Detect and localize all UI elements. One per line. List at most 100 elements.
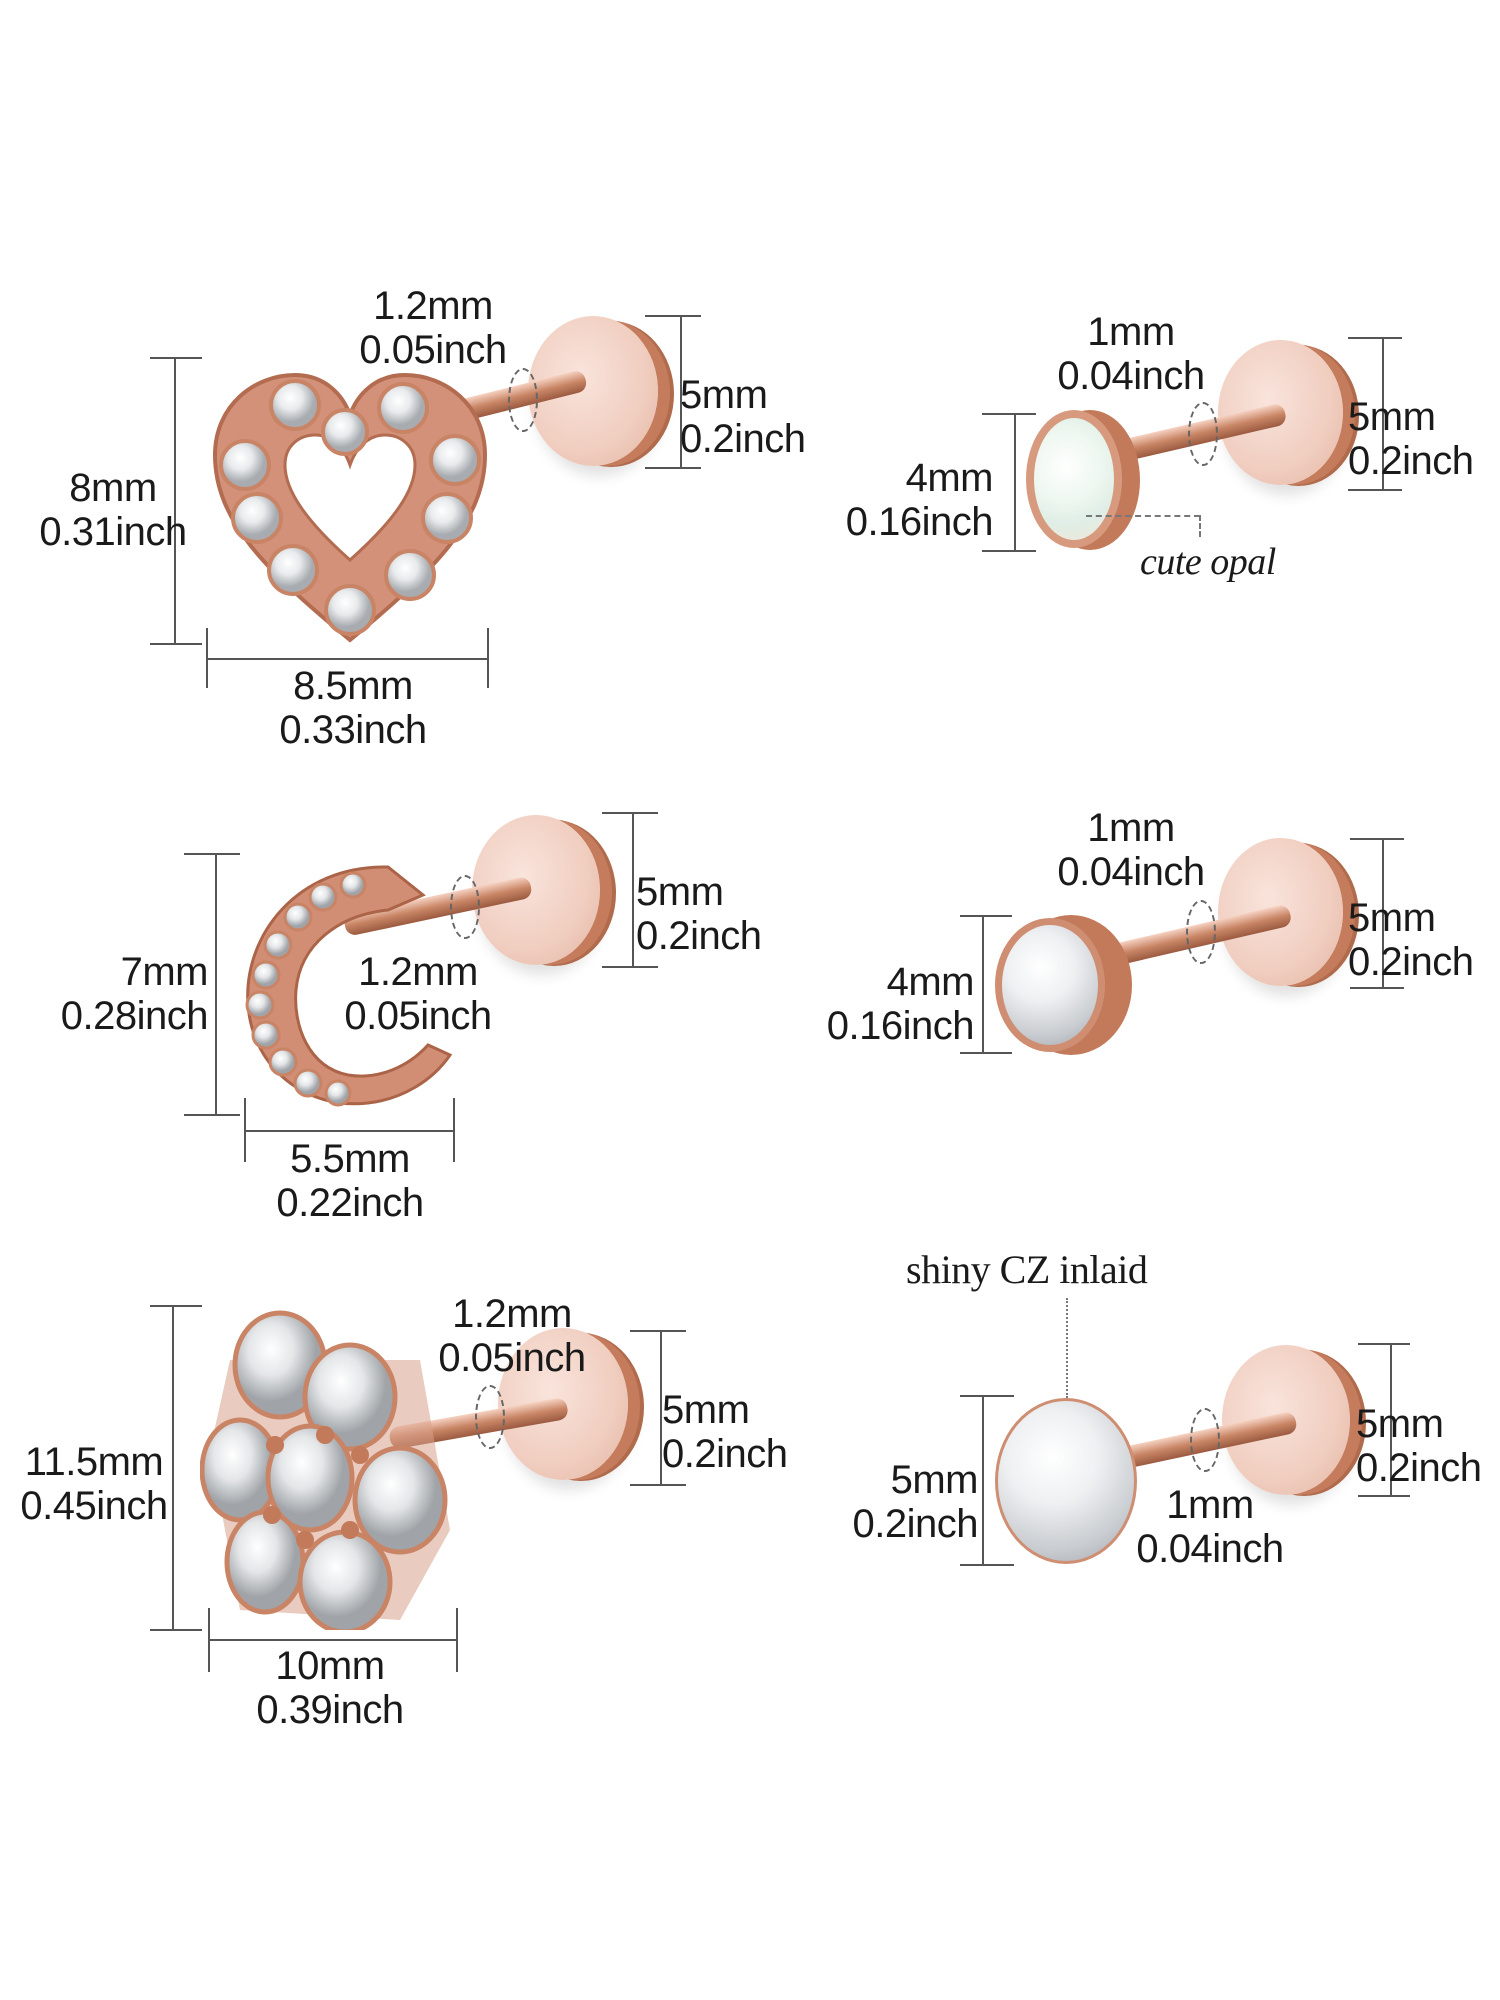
dimension-tick [453, 1098, 455, 1162]
label-inch: 0.05inch [438, 1336, 586, 1380]
post-ring-icon [508, 368, 538, 432]
dimension-tick [184, 853, 240, 855]
label-mm: 1mm [1087, 310, 1175, 354]
label-mm: 1.2mm [452, 1292, 572, 1336]
dimension-line-height [172, 1305, 174, 1630]
dimension-tick [602, 812, 658, 814]
label-mm: 7mm [120, 950, 209, 994]
opal-stone [1026, 410, 1122, 548]
label-inch: 0.04inch [1057, 850, 1205, 894]
label-inch: 0.28inch [60, 994, 209, 1038]
dimension-tick [645, 467, 701, 469]
dimension-tick [1358, 1495, 1410, 1497]
dimension-line-top [982, 1395, 984, 1565]
dimension-line-height [215, 853, 217, 1115]
dimension-tick [244, 1098, 246, 1162]
dimension-tick [960, 1052, 1012, 1054]
dimension-tick [150, 357, 202, 359]
heart-icon [212, 372, 488, 643]
callout-cute-opal: cute opal [1140, 541, 1276, 583]
dimension-tick [206, 628, 208, 688]
label-mm: 11.5mm [24, 1440, 164, 1484]
dimension-tick [982, 550, 1036, 552]
dimension-tick [1348, 337, 1402, 339]
label-inch: 0.39inch [256, 1688, 404, 1732]
dimension-tick [1350, 987, 1404, 989]
label-inch: 0.2inch [680, 417, 806, 461]
dimension-tick [487, 628, 489, 688]
label-mm: 1mm [1166, 1483, 1254, 1527]
post-ring-icon [1188, 402, 1218, 466]
callout-shiny-cz-inlaid: shiny CZ inlaid [906, 1247, 1148, 1292]
post-ring-icon [1186, 900, 1216, 964]
label-inch: 0.2inch [852, 1502, 979, 1546]
callout-line [1086, 515, 1200, 517]
label-mm: 5mm [662, 1388, 750, 1432]
dimension-line-width [206, 658, 488, 660]
label-mm: 5mm [680, 373, 768, 417]
post-ring-icon [475, 1385, 505, 1449]
label-inch: 0.22inch [276, 1181, 424, 1225]
label-mm: 5.5mm [290, 1137, 410, 1181]
dimension-line-disc [680, 315, 682, 468]
label-mm: 8mm [69, 466, 157, 510]
label-mm: 1mm [1087, 806, 1175, 850]
label-mm: 4mm [886, 960, 975, 1004]
dimension-tick [960, 1395, 1014, 1397]
dimension-line-height [174, 357, 176, 644]
dimension-tick [645, 315, 701, 317]
dimension-tick [960, 915, 1012, 917]
label-mm: 4mm [905, 456, 994, 500]
post-ring-icon [1190, 1408, 1220, 1472]
label-mm: 5mm [1348, 395, 1436, 439]
dimension-line-top [982, 915, 984, 1053]
label-mm: 1.2mm [358, 950, 478, 994]
dimension-tick [1348, 489, 1402, 491]
dimension-tick [184, 1114, 240, 1116]
dimension-line-width [210, 1639, 457, 1641]
callout-line [1066, 1298, 1068, 1398]
dimension-tick [630, 1330, 686, 1332]
dimension-line-disc [632, 812, 634, 967]
dimension-tick [150, 1305, 202, 1307]
dimension-tick [208, 1608, 210, 1672]
label-inch: 0.45inch [20, 1484, 168, 1528]
label-inch: 0.2inch [662, 1432, 788, 1476]
label-inch: 0.2inch [1348, 940, 1474, 984]
cz-stone [995, 1398, 1137, 1564]
label-inch: 0.05inch [359, 328, 507, 372]
post-ring-icon [450, 875, 480, 939]
label-inch: 0.16inch [826, 1004, 975, 1048]
label-inch: 0.04inch [1057, 354, 1205, 398]
label-inch: 0.05inch [344, 994, 492, 1038]
dimension-tick [150, 1629, 202, 1631]
label-inch: 0.31inch [39, 510, 187, 554]
dimension-tick [630, 1484, 686, 1486]
dimension-tick [456, 1608, 458, 1672]
label-inch: 0.16inch [845, 500, 994, 544]
dimension-line-disc [660, 1330, 662, 1485]
label-mm: 5mm [1348, 896, 1436, 940]
label-inch: 0.2inch [1348, 439, 1474, 483]
dimension-line-disc [1382, 337, 1384, 490]
dimension-tick [150, 643, 202, 645]
dimension-tick [1358, 1343, 1410, 1345]
label-mm: 10mm [275, 1644, 385, 1688]
